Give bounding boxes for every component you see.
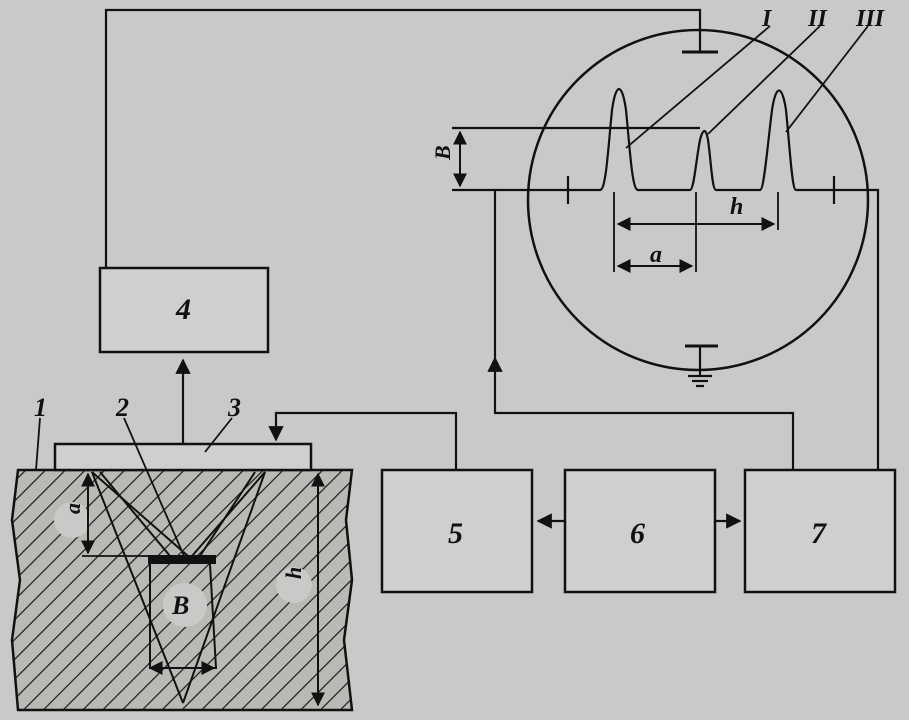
depth-dimension-a [81, 472, 148, 557]
peak-label-II: II [807, 6, 828, 32]
beam-paths [91, 471, 266, 704]
transducer [53, 442, 313, 472]
screen-distance-label: a [650, 242, 662, 268]
label-bg-b [163, 583, 207, 627]
flaw [148, 555, 216, 564]
block-7 [743, 468, 897, 594]
flaw-depth-label: a [60, 503, 85, 514]
screen-depth-label: h [730, 194, 743, 220]
block-7-label: 7 [811, 517, 827, 550]
crt-trace [452, 87, 850, 204]
block-6 [563, 468, 717, 594]
peak-leaders [625, 25, 869, 149]
peak-label-I: I [761, 6, 773, 32]
crt-screen [526, 28, 870, 372]
block-4-label: 4 [175, 293, 191, 326]
specimen-label: 1 [34, 393, 47, 422]
amplitude-label: B [430, 145, 455, 161]
flaw-size-label: B [171, 591, 189, 620]
thickness-label: h [281, 567, 306, 579]
peak-label-III: III [855, 6, 886, 32]
flaw-label: 2 [115, 393, 129, 422]
block-5-label: 5 [448, 517, 463, 550]
block-5 [380, 468, 534, 594]
leader-lines [35, 417, 233, 557]
block-4 [98, 266, 270, 354]
transducer-label: 3 [227, 393, 241, 422]
block-6-label: 6 [630, 517, 645, 550]
label-bg-h [276, 567, 312, 603]
screen-dimensions [613, 192, 779, 273]
